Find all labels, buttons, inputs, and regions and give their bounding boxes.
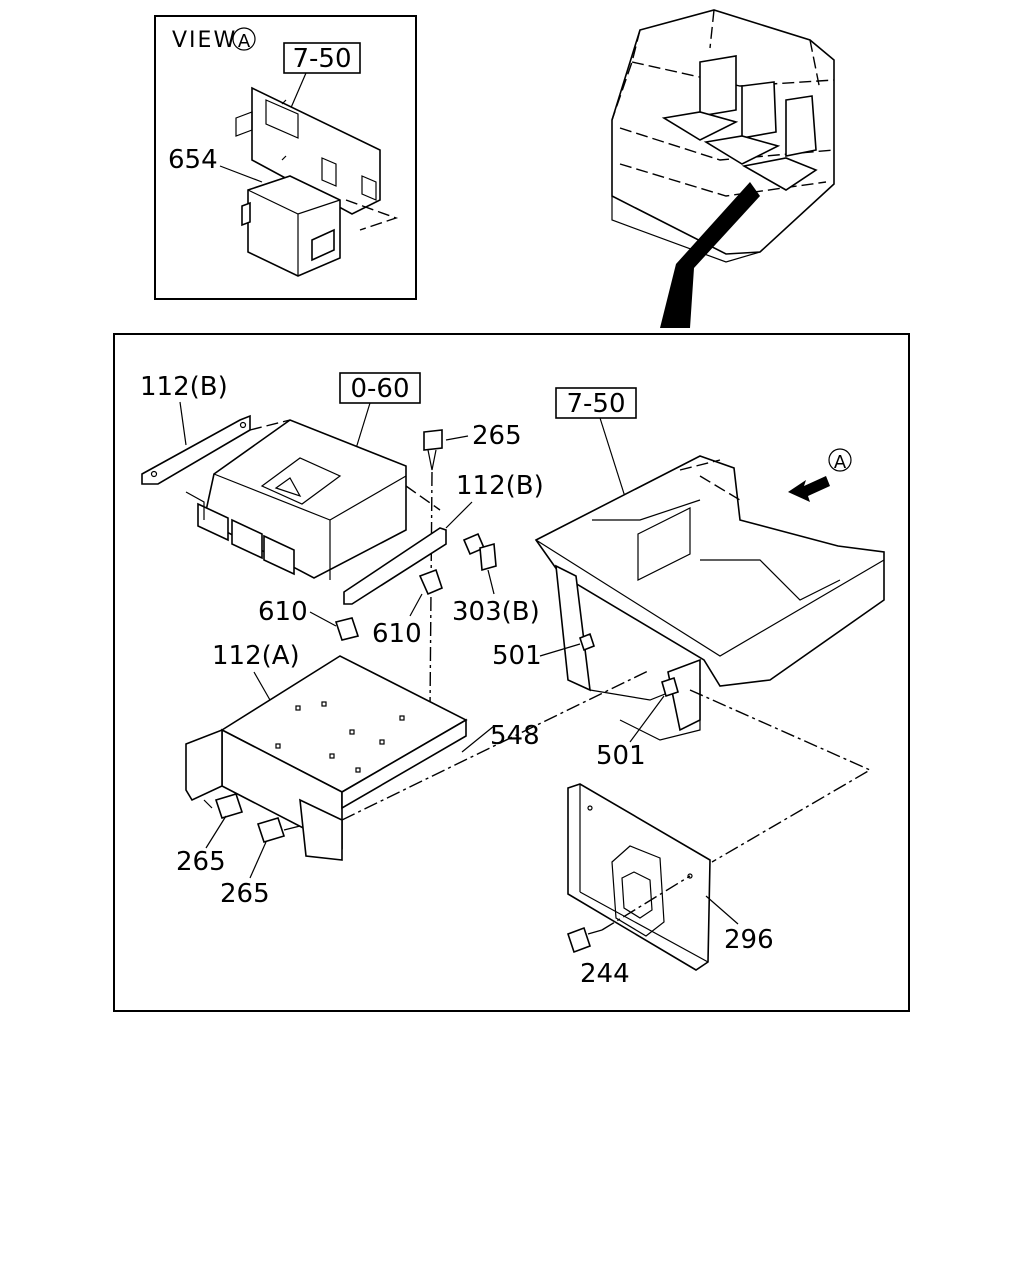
label-265-lower-2: 265: [220, 879, 270, 909]
floor-structure-750: [534, 455, 885, 687]
arrow-marker-circle: [828, 448, 852, 472]
bracket-112b-mid: [343, 527, 447, 605]
label-654: 654: [168, 145, 218, 175]
label-303b: 303(B): [452, 597, 540, 627]
bolt-303b: [479, 542, 497, 572]
ref-box-060: [339, 372, 421, 404]
ref-750: 7-50: [566, 389, 625, 419]
label-610-left: 610: [258, 597, 308, 627]
label-265-lower-1: 265: [176, 847, 226, 877]
label-265-top: 265: [472, 421, 522, 451]
ecu-module: [203, 419, 407, 579]
label-112b-upper: 112(B): [140, 372, 228, 402]
view-label: VIEW: [172, 28, 237, 53]
main-view: 112(B) 0-60 265 112(B) 303(B): [113, 333, 910, 1012]
cab-illustration: [611, 9, 835, 328]
inset-ref-box: [283, 42, 361, 74]
ref-060: 0-60: [350, 374, 409, 404]
inset-ref: 7-50: [292, 44, 351, 74]
bolt-244: [566, 926, 592, 954]
label-548: 548: [490, 721, 540, 751]
inset-frame: [154, 15, 417, 300]
view-arrow: [788, 476, 830, 502]
inset-bracket-tab: [235, 111, 253, 137]
ref-box-750: [555, 387, 637, 419]
screw-265-lower-2: [256, 817, 286, 843]
inset-ref-leader: [289, 72, 307, 111]
label-501-bottom: 501: [596, 741, 646, 771]
label-244: 244: [580, 959, 630, 989]
screw-265-top: [423, 429, 443, 451]
label-112a: 112(A): [212, 641, 300, 671]
label-112b-mid: 112(B): [456, 471, 544, 501]
view-marker-circle: [232, 27, 256, 51]
view-marker: A: [238, 31, 251, 52]
inset-dashed-line: [345, 199, 399, 231]
clip-610-left: [334, 617, 360, 641]
cab-callout-wedge: [660, 182, 760, 328]
arrow-marker: A: [834, 452, 847, 473]
inset-bracket-slot: [265, 99, 299, 139]
cab-seat-mid: [741, 81, 777, 139]
cab-seat-left: [699, 55, 737, 117]
clip-610-right: [418, 568, 443, 596]
label-501-top: 501: [492, 641, 542, 671]
main-frame: [113, 333, 910, 1012]
inset-view-a: VIEW A 7-50 654: [154, 15, 417, 300]
label-610-right: 610: [372, 619, 422, 649]
cab-body: [611, 9, 835, 255]
cab-seat-right: [785, 95, 817, 157]
screw-265-lower-1: [214, 793, 244, 819]
label-296: 296: [724, 925, 774, 955]
clip-501-bottom: [661, 676, 679, 698]
clip-501-top: [579, 632, 595, 652]
